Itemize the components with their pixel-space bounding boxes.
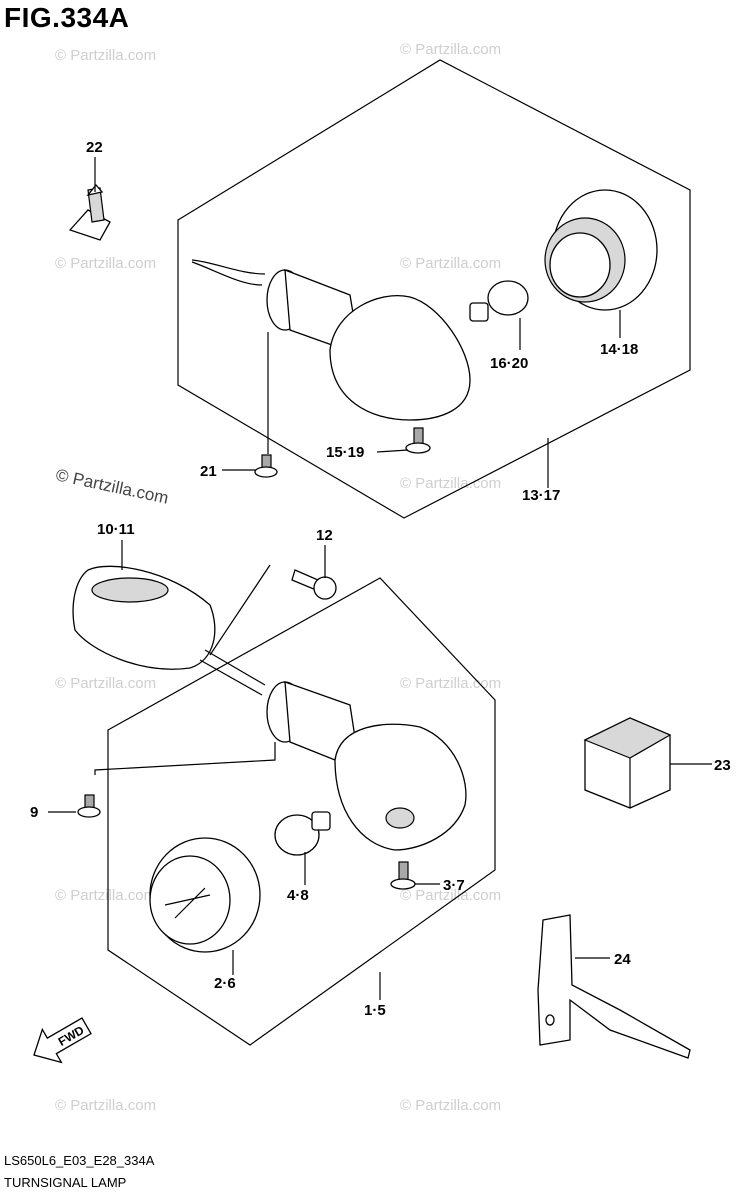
assembly-outline-upper xyxy=(177,59,691,519)
callout-1-5: 1·5 xyxy=(364,1002,386,1019)
callout-22: 22 xyxy=(86,139,103,156)
callout-10-11: 10·11 xyxy=(97,521,135,538)
watermark: © Partzilla.com xyxy=(400,475,501,492)
callout-labels: 22 14·18 16·20 15·19 21 13·17 10·11 12 2… xyxy=(30,139,731,1019)
callout-16-20: 16·20 xyxy=(490,355,528,372)
callout-15-19: 15·19 xyxy=(326,444,364,461)
watermark: © Partzilla.com xyxy=(400,1097,501,1114)
watermark: © Partzilla.com xyxy=(55,1097,156,1114)
callout-14-18: 14·18 xyxy=(600,341,638,358)
fwd-arrow: FWD xyxy=(33,1017,92,1064)
callout-9: 9 xyxy=(30,804,38,821)
screw-upper-15-19 xyxy=(405,427,431,454)
bracket-clip-part xyxy=(68,183,111,241)
callout-12: 12 xyxy=(316,527,333,544)
figure-model-code: LS650L6_E03_E28_334A xyxy=(4,1153,155,1168)
cover-part xyxy=(72,565,216,670)
lens-lower xyxy=(149,837,261,953)
watermark: © Partzilla.com xyxy=(55,47,156,64)
watermark: © Partzilla.com xyxy=(55,887,156,904)
watermark: © Partzilla.com xyxy=(400,675,501,692)
bulb-upper xyxy=(469,280,529,322)
lens-upper xyxy=(544,189,658,311)
callout-3-7: 3·7 xyxy=(443,877,465,894)
watermark: © Partzilla.com xyxy=(55,255,156,272)
turnsignal-lamp-upper xyxy=(191,259,471,421)
callout-23: 23 xyxy=(714,757,731,774)
screw-21 xyxy=(254,454,278,478)
figure-title: FIG.334A xyxy=(4,2,130,33)
bracket-part-24 xyxy=(537,914,691,1059)
relay-part xyxy=(583,717,672,809)
callout-24: 24 xyxy=(614,951,631,968)
turnsignal-lamp-lower xyxy=(199,649,467,851)
leader-lines xyxy=(48,157,712,1000)
callout-4-8: 4·8 xyxy=(287,887,309,904)
screw-3-7 xyxy=(390,861,416,890)
watermark: © Partzilla.com xyxy=(400,41,501,58)
watermark-prominent: © Partzilla.com xyxy=(54,465,170,507)
watermark: © Partzilla.com xyxy=(55,675,156,692)
callout-21: 21 xyxy=(200,463,217,480)
screw-9 xyxy=(77,794,101,818)
callout-2-6: 2·6 xyxy=(214,975,236,992)
assembly-outline-lower xyxy=(107,577,496,1046)
watermark: © Partzilla.com xyxy=(400,887,501,904)
bolt-part-12 xyxy=(291,569,337,600)
bulb-lower xyxy=(274,811,331,856)
callout-13-17: 13·17 xyxy=(522,487,560,504)
figure-name: TURNSIGNAL LAMP xyxy=(4,1175,127,1190)
watermark: © Partzilla.com xyxy=(400,255,501,272)
